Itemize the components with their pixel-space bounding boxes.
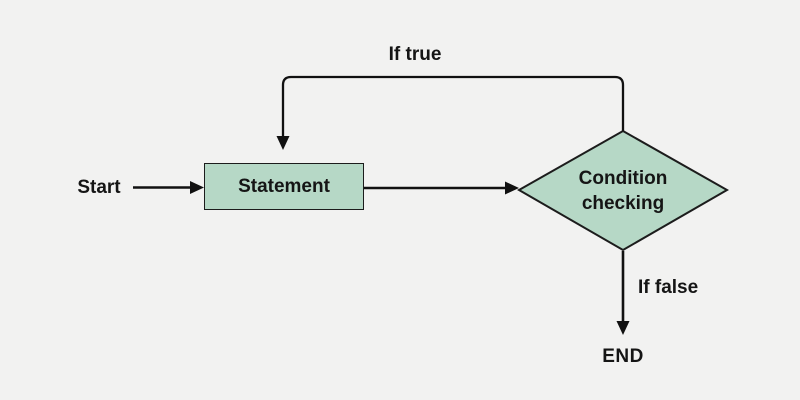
- start-to-statement-arrowhead-icon: [190, 181, 204, 194]
- if-true-loop-line: [281, 75, 625, 137]
- if-false-arrowhead-icon: [616, 321, 630, 335]
- statement-node-label: Statement: [238, 175, 330, 197]
- statement-to-condition-arrowhead-icon: [505, 181, 519, 195]
- condition-diamond-shape: [516, 129, 730, 252]
- if-true-edge-label: If true: [388, 44, 442, 65]
- if-true-loop-arrowhead-icon: [276, 136, 290, 150]
- end-node-label: END: [602, 346, 644, 367]
- if-false-edge-label: If false: [638, 277, 699, 298]
- statement-node: Statement: [204, 163, 364, 210]
- start-node-label: Start: [77, 177, 121, 198]
- condition-node-label: Condition checking: [578, 168, 668, 214]
